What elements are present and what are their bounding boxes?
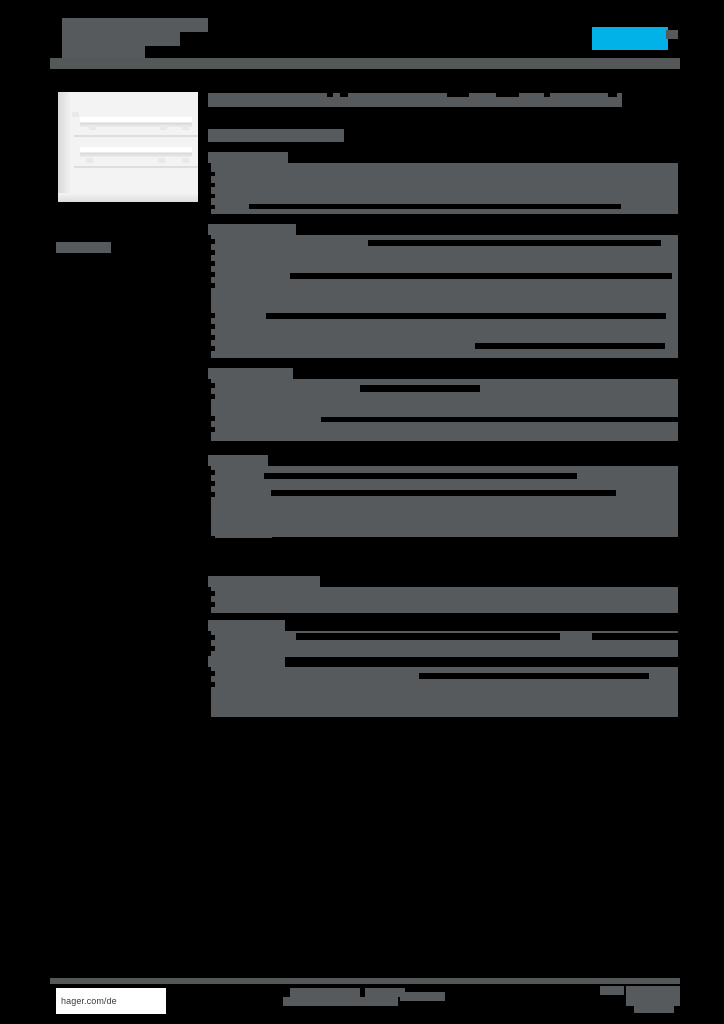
footer-right-blocks-0 bbox=[600, 986, 624, 995]
section-2-gap-9 bbox=[211, 346, 215, 351]
section-1-gap-1 bbox=[211, 172, 215, 176]
section-3-gap-5 bbox=[360, 385, 480, 392]
section-5-header bbox=[208, 576, 320, 587]
product-photo bbox=[58, 92, 198, 202]
section-3-gap-6 bbox=[321, 417, 678, 422]
photo-groove-top bbox=[74, 135, 198, 137]
section-4-gap-2 bbox=[211, 481, 215, 486]
section-4-gap-1 bbox=[211, 470, 215, 475]
header-title-line-3 bbox=[62, 46, 145, 58]
section-2-gap-8 bbox=[211, 335, 215, 340]
page-title-knockouts-5 bbox=[608, 93, 617, 97]
page-title bbox=[208, 93, 622, 107]
photo-din-rail-top bbox=[80, 117, 192, 127]
section-5-gap-1 bbox=[211, 591, 215, 596]
section-3-gap-4 bbox=[211, 427, 215, 432]
section-2-header bbox=[208, 224, 296, 235]
section-3-header bbox=[208, 368, 293, 379]
header-title-line-1 bbox=[62, 18, 208, 32]
section-2-gap-0 bbox=[208, 235, 211, 358]
section-7-gap-1 bbox=[211, 671, 215, 676]
section-5-rows bbox=[208, 587, 678, 613]
section-6-gap-0 bbox=[208, 631, 211, 657]
section-7-gap-3 bbox=[419, 673, 649, 679]
footer-right-blocks-2 bbox=[634, 1005, 674, 1013]
photo-tab-e bbox=[86, 158, 93, 163]
section-2-gap-7 bbox=[211, 324, 215, 329]
photo-tab-a bbox=[72, 112, 79, 117]
hager-logo-tail-icon bbox=[666, 30, 678, 39]
section-2-gap-1 bbox=[211, 239, 215, 244]
section-1-gap-2 bbox=[211, 183, 215, 187]
section-4-header bbox=[208, 455, 268, 466]
section-1-gap-0 bbox=[208, 163, 211, 214]
hager-logo bbox=[592, 27, 668, 50]
section-4-gap-6 bbox=[271, 490, 616, 496]
section-2-gap-12 bbox=[266, 313, 666, 319]
section-2-gap-10 bbox=[368, 240, 661, 246]
page-subtitle bbox=[208, 129, 344, 142]
photo-bottom-shadow bbox=[58, 193, 198, 202]
section-1-gap-5 bbox=[249, 204, 621, 209]
page-title-knockouts-2 bbox=[447, 93, 469, 97]
page-title-knockouts-4 bbox=[544, 93, 550, 97]
footer-center-blocks-2 bbox=[283, 997, 398, 1006]
section-1-gap-3 bbox=[211, 194, 215, 198]
section-2-gap-5 bbox=[211, 283, 215, 288]
footer-url-text: hager.com/de bbox=[61, 996, 117, 1006]
footer-center-blocks-0 bbox=[290, 988, 360, 997]
section-3-gap-3 bbox=[211, 416, 215, 421]
page-title-knockouts-1 bbox=[340, 93, 348, 97]
footer-right-blocks-1 bbox=[626, 986, 680, 1006]
section-1-header bbox=[208, 152, 288, 163]
section-3-gap-2 bbox=[211, 394, 215, 399]
section-6-gap-3 bbox=[296, 633, 560, 640]
section-5-gap-0 bbox=[208, 587, 211, 613]
section-2-gap-4 bbox=[211, 272, 215, 277]
section-2-gap-13 bbox=[475, 343, 665, 349]
photo-groove-bottom bbox=[74, 166, 198, 168]
photo-tab-c bbox=[160, 125, 167, 130]
photo-din-rail-bottom bbox=[80, 147, 192, 157]
section-6-header bbox=[208, 620, 285, 631]
section-2-gap-11 bbox=[290, 273, 672, 279]
section-1-gap-4 bbox=[211, 205, 215, 209]
photo-left-shadow bbox=[58, 92, 72, 202]
photo-tab-f bbox=[158, 158, 165, 163]
section-2-gap-6 bbox=[211, 313, 215, 318]
section-6-gap-4 bbox=[592, 633, 678, 640]
section-6-gap-2 bbox=[211, 646, 215, 651]
sidebar-label bbox=[56, 242, 111, 253]
page-title-knockouts-3 bbox=[496, 93, 519, 97]
section-7-gap-2 bbox=[211, 682, 215, 687]
section-2-gap-2 bbox=[211, 250, 215, 255]
footer-center-blocks-1 bbox=[365, 988, 405, 997]
section-3-gap-1 bbox=[211, 383, 215, 388]
photo-tab-g bbox=[182, 158, 189, 163]
section-6-gap-1 bbox=[211, 635, 215, 640]
section-3-gap-0 bbox=[208, 379, 211, 441]
section-5-gap-2 bbox=[211, 602, 215, 607]
section-7-header bbox=[208, 656, 285, 667]
section-7-gap-0 bbox=[208, 667, 211, 717]
section-4-gap-7 bbox=[272, 537, 678, 543]
footer-center-blocks-3 bbox=[400, 992, 445, 1001]
page-title-knockouts-0 bbox=[327, 93, 333, 97]
footer-divider-rule bbox=[50, 978, 680, 984]
header-divider-rule bbox=[50, 58, 680, 69]
photo-tab-d bbox=[182, 125, 189, 130]
section-4-gap-4 bbox=[211, 536, 215, 541]
section-4-gap-0 bbox=[208, 466, 211, 538]
section-2-rows bbox=[208, 235, 678, 358]
footer-url[interactable]: hager.com/de bbox=[56, 988, 166, 1014]
section-2-gap-3 bbox=[211, 261, 215, 266]
photo-tab-b bbox=[89, 125, 96, 130]
header-title-line-2 bbox=[62, 32, 180, 46]
section-4-gap-5 bbox=[264, 473, 577, 479]
section-4-gap-3 bbox=[211, 492, 215, 497]
